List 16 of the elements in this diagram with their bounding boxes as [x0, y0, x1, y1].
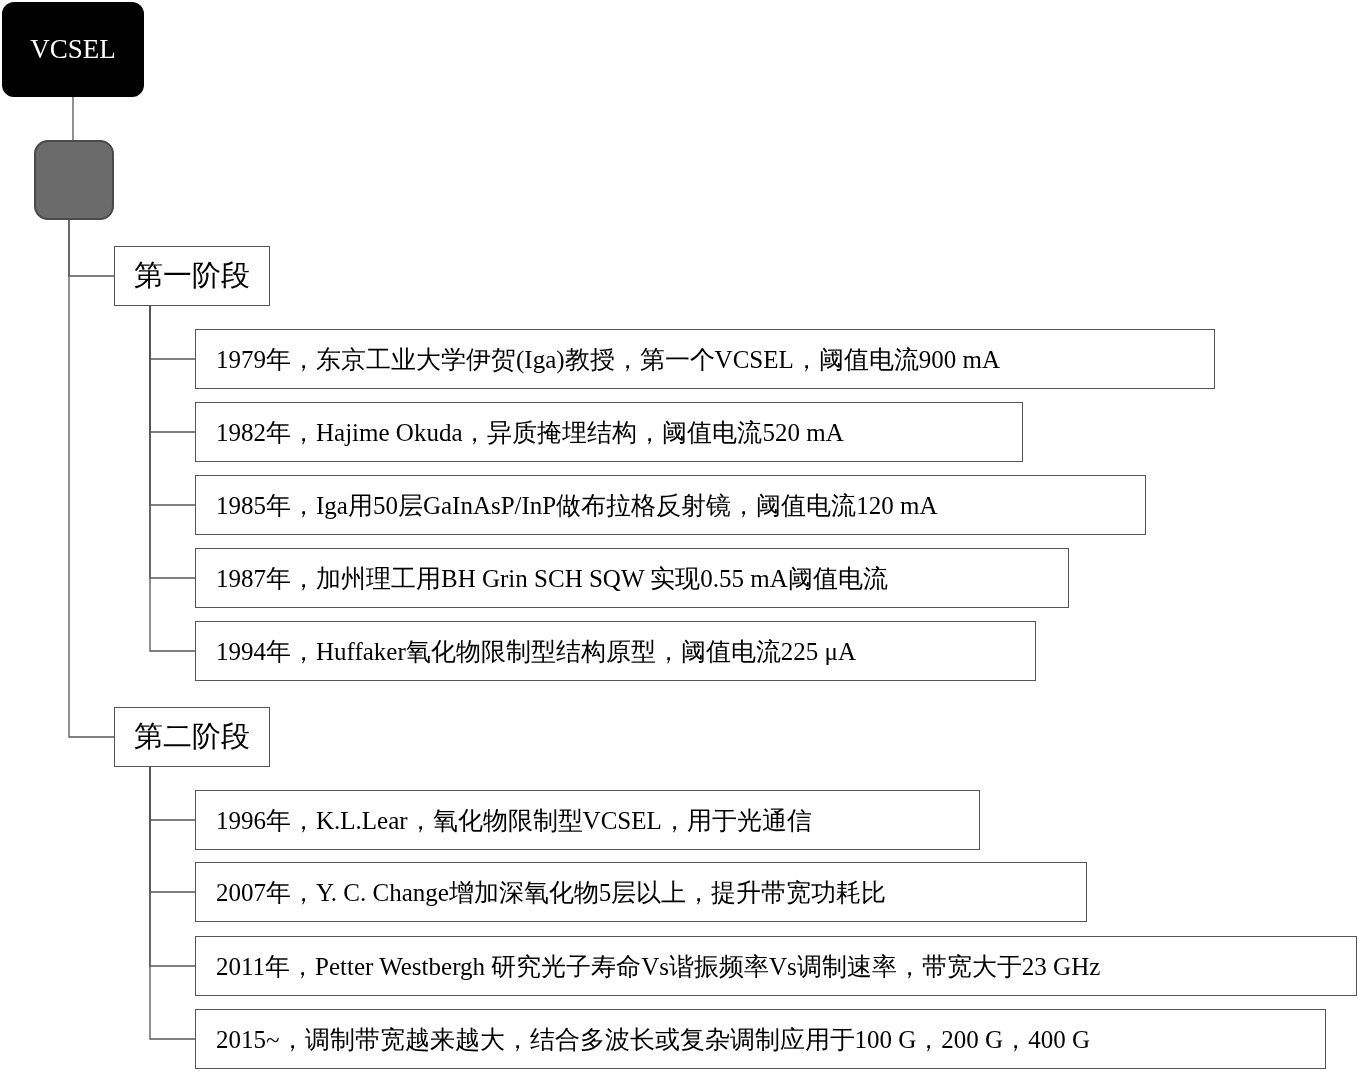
- empty-rounded-box: [34, 140, 114, 220]
- event-box: 1982年，Hajime Okuda，异质掩埋结构，阈值电流520 mA: [195, 402, 1023, 462]
- title-box: VCSEL: [2, 2, 144, 97]
- event-box: 1987年，加州理工用BH Grin SCH SQW 实现0.55 mA阈值电流: [195, 548, 1069, 608]
- connector-line: [72, 96, 74, 141]
- stage-box: 第一阶段: [114, 246, 270, 306]
- event-box: 2011年，Petter Westbergh 研究光子寿命Vs谐振频率Vs调制速率，带宽大于23 GHz: [195, 936, 1357, 996]
- connector-line: [68, 219, 115, 738]
- event-box: 1996年，K.L.Lear，氧化物限制型VCSEL，用于光通信: [195, 790, 980, 850]
- event-box: 2015~，调制带宽越来越大，结合多波长或复杂调制应用于100 G，200 G，400 G: [195, 1009, 1326, 1069]
- event-box: 2007年，Y. C. Change增加深氧化物5层以上，提升带宽功耗比: [195, 862, 1087, 922]
- event-box: 1985年，Iga用50层GaInAsP/InP做布拉格反射镜，阈值电流120 mA: [195, 475, 1146, 535]
- connector-line: [149, 766, 196, 1040]
- stage-box: 第二阶段: [114, 707, 270, 767]
- event-box: 1994年，Huffaker氧化物限制型结构原型，阈值电流225 μA: [195, 621, 1036, 681]
- event-box: 1979年，东京工业大学伊贺(Iga)教授，第一个VCSEL，阈值电流900 mA: [195, 329, 1215, 389]
